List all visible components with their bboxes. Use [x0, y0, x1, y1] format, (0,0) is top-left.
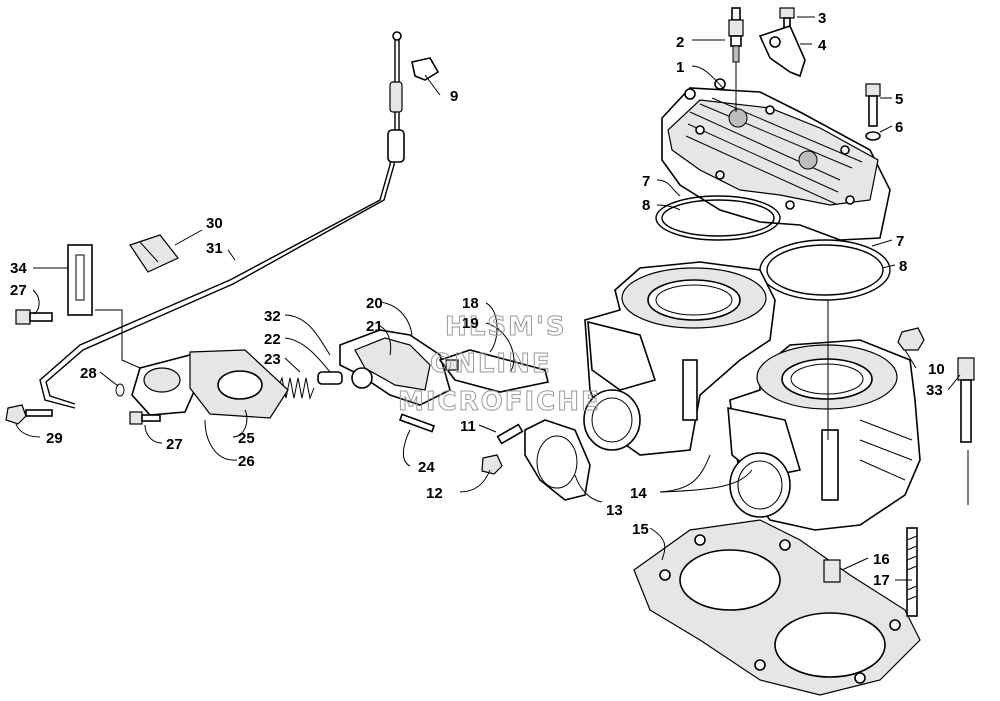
callout-2: 2 [676, 34, 684, 51]
callout-5: 5 [895, 91, 903, 108]
o-rings-upper [655, 195, 781, 241]
callout-32: 32 [264, 308, 281, 325]
callout-21: 21 [366, 318, 383, 335]
o-rings-lower [759, 239, 891, 301]
cable-clamp-28 [115, 383, 125, 397]
bolt-29 [5, 404, 53, 425]
callout-9: 9 [450, 88, 458, 105]
callout-19: 19 [462, 315, 479, 332]
stud-17 [906, 527, 918, 617]
callout-33: 33 [926, 382, 943, 399]
callout-29: 29 [46, 430, 63, 447]
bushing-30 [129, 234, 179, 273]
callout-30: 30 [206, 215, 223, 232]
nut-12 [481, 454, 503, 475]
callout-8b: 8 [899, 258, 907, 275]
callout-28: 28 [80, 365, 97, 382]
callout-22: 22 [264, 331, 281, 348]
watermark: HLSM'S ONLINE MICROFICHE [398, 312, 601, 418]
cylinder-head [661, 78, 891, 241]
callout-20: 20 [366, 295, 383, 312]
callouts: 2 1 3 4 5 6 7 8 7 8 9 10 33 11 12 13 14 … [10, 10, 945, 589]
callout-34: 34 [10, 260, 27, 277]
bolt-5 [865, 83, 881, 141]
dowel-16 [823, 559, 841, 583]
callout-17: 17 [873, 572, 890, 589]
spark-plug [728, 7, 744, 112]
callout-13: 13 [606, 502, 623, 519]
base-gasket [633, 519, 921, 696]
bracket-34 [67, 244, 93, 316]
screw-24 [398, 413, 436, 433]
stud-11 [496, 423, 524, 445]
callout-27b: 27 [166, 436, 183, 453]
cylinder-front [727, 339, 921, 531]
callout-12: 12 [426, 485, 443, 502]
callout-4: 4 [818, 37, 827, 54]
cylinder-rear [583, 261, 776, 456]
callout-14: 14 [630, 485, 647, 502]
nut-10 [897, 327, 925, 351]
gasket-25 [189, 349, 289, 419]
cover-26 [131, 354, 201, 416]
watermark-line-3: MICROFICHE [398, 387, 601, 417]
callout-24: 24 [418, 459, 435, 476]
callout-7b: 7 [896, 233, 904, 250]
bracket-4 [758, 25, 806, 78]
exhaust-gasket [524, 419, 591, 501]
callout-10: 10 [928, 361, 945, 378]
callout-27a: 27 [10, 282, 27, 299]
callout-26: 26 [238, 453, 255, 470]
pin-22 [317, 371, 343, 385]
screw-27b [129, 411, 161, 425]
leader-lines [15, 16, 961, 581]
callout-15: 15 [632, 521, 649, 538]
bolt-33 [957, 357, 975, 443]
callout-11: 11 [460, 418, 476, 435]
watermark-line-1: HLSM'S [445, 312, 567, 342]
watermark-line-2: ONLINE [430, 349, 552, 379]
callout-18: 18 [462, 295, 479, 312]
callout-3: 3 [818, 10, 826, 27]
callout-23: 23 [264, 351, 281, 368]
callout-8a: 8 [642, 197, 650, 214]
callout-7a: 7 [642, 173, 650, 190]
callout-25: 25 [238, 430, 255, 447]
valve-bracket-18 [438, 349, 549, 393]
callout-16: 16 [873, 551, 890, 568]
callout-31: 31 [206, 240, 223, 257]
callout-6: 6 [895, 119, 903, 136]
cable-31 [39, 31, 405, 409]
screw-27a [15, 309, 53, 325]
cable-clip-9 [411, 57, 440, 81]
callout-1: 1 [676, 59, 684, 76]
